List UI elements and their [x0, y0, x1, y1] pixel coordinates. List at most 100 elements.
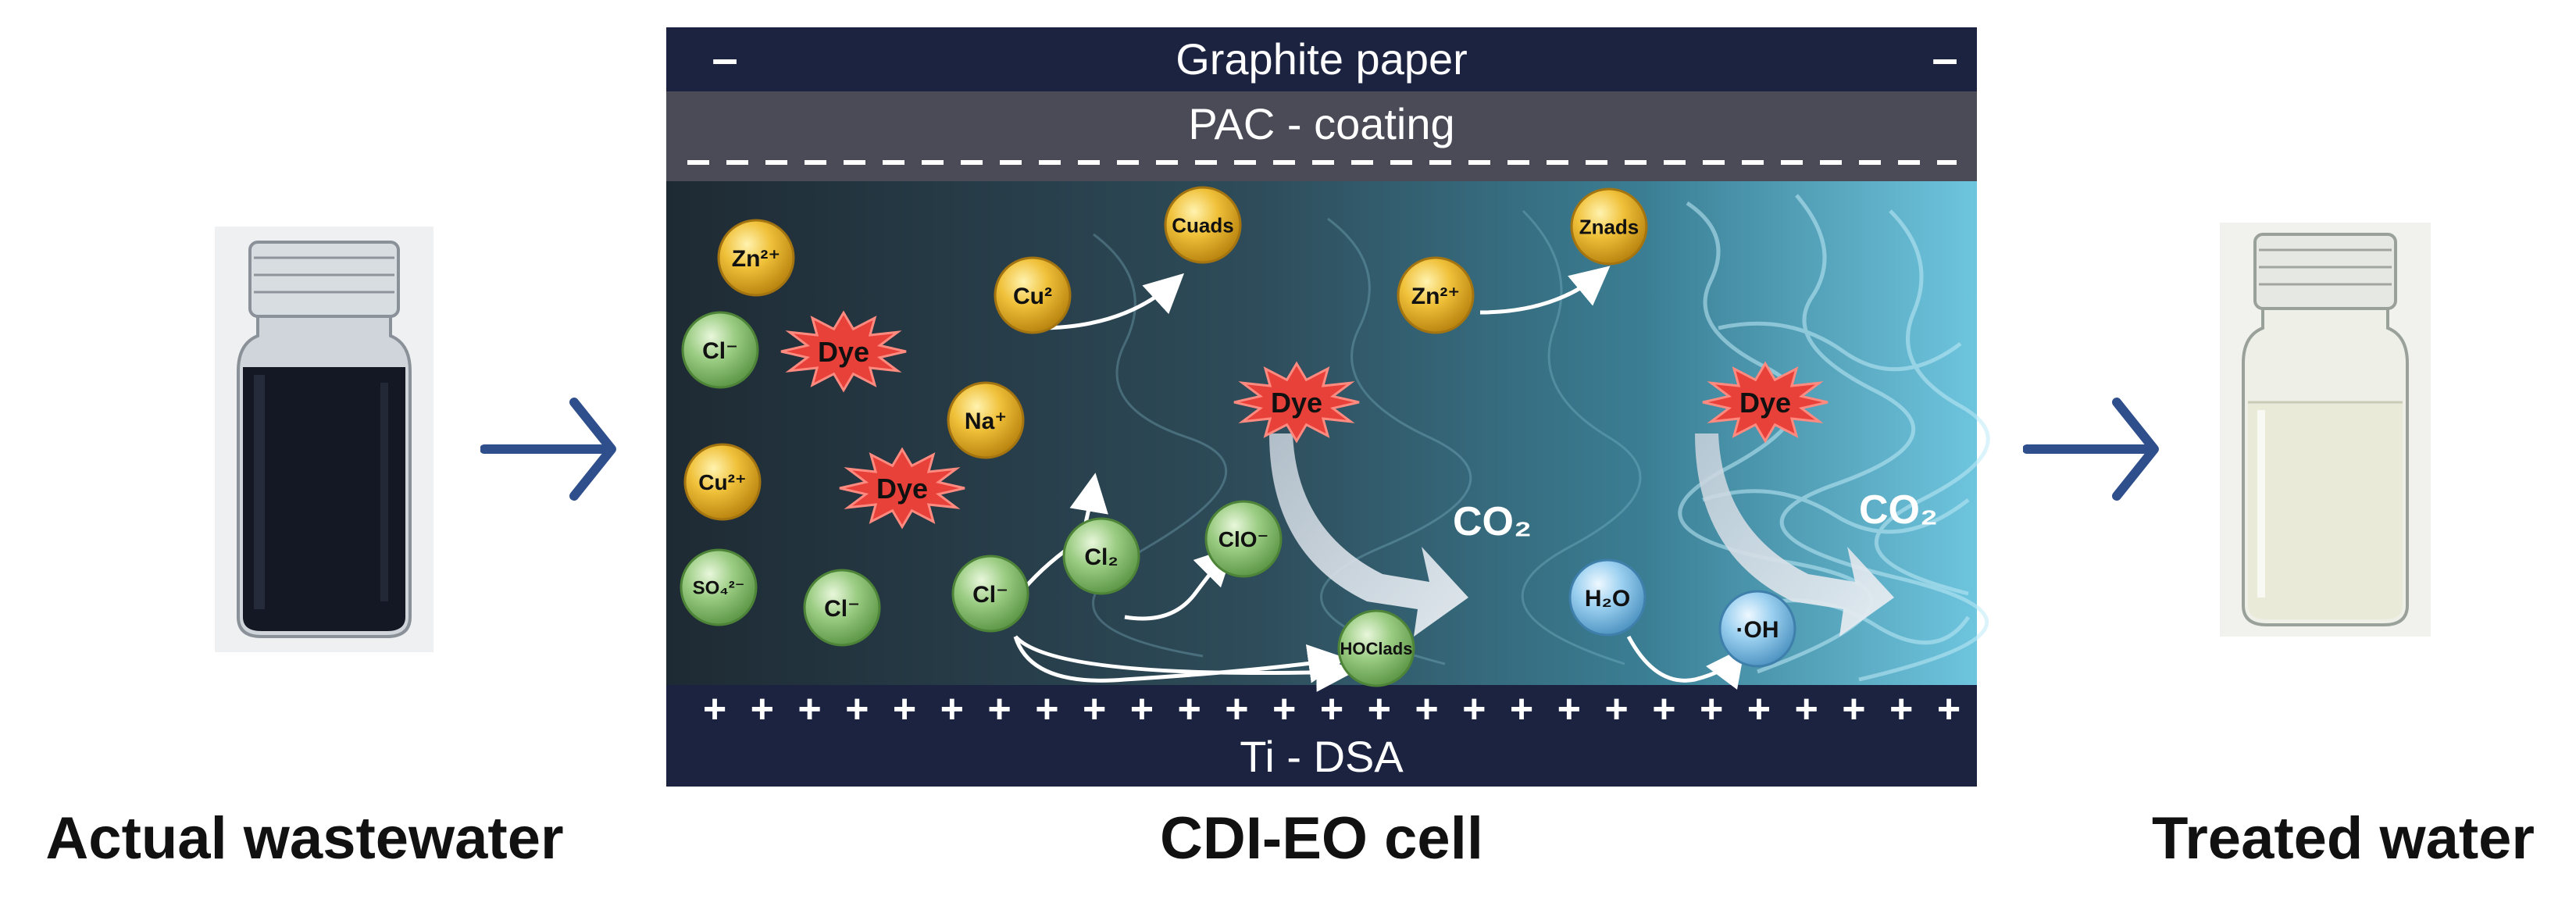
ion-label: ClO⁻: [1218, 527, 1269, 551]
anode-plus-sign: +: [1557, 687, 1581, 732]
anode-plus-sign: +: [1320, 687, 1343, 732]
pac-coating-bar: [666, 91, 1977, 181]
cathode-sign-left: –: [712, 32, 737, 84]
ion-na: Na⁺: [947, 381, 1025, 459]
anode-plus-sign: +: [1035, 687, 1058, 732]
anode-plus-sign: +: [1272, 687, 1296, 732]
dye-burst: Dye: [1233, 361, 1360, 444]
cathode-sign-right: –: [1932, 32, 1957, 84]
ion-cu2-b: Cu²: [994, 256, 1072, 334]
ion-cl-a: Cl⁻: [681, 311, 759, 389]
anode-plus-sign: +: [1604, 687, 1628, 732]
ion-label: Zn²⁺: [732, 246, 780, 272]
wastewater-vial-photo: [215, 227, 433, 652]
ion-cu2-a: Cu²⁺: [683, 443, 762, 521]
ion-label: Cu²: [1013, 284, 1052, 309]
cl-to-hocl-arrow: [1013, 636, 1347, 683]
ion-sphere: [1337, 609, 1415, 687]
anode-plus-signs: +++++++++++++++++++++++++++: [703, 687, 1961, 732]
ion-label: SO₄²⁻: [693, 578, 745, 599]
outflow-arrow-icon: [2023, 398, 2159, 501]
anode-plus-sign: +: [845, 687, 869, 732]
ion-label: Zn²⁺: [1411, 284, 1460, 309]
ion-sphere: [717, 219, 795, 297]
anode-plus-sign: +: [1747, 687, 1771, 732]
anode-plus-sign: +: [1700, 687, 1723, 732]
ion-sphere: [803, 569, 881, 647]
ion-label: Cl⁻: [702, 338, 738, 364]
ion-sphere: [1570, 187, 1648, 266]
anode-plus-sign: +: [987, 687, 1011, 732]
ion-label: ·OH: [1736, 617, 1779, 643]
ion-oh: ·OH: [1718, 590, 1796, 668]
dye-burst: Dye: [1702, 361, 1829, 444]
ti-dsa-bar: [666, 685, 1977, 787]
anode-plus-sign: +: [1937, 687, 1961, 732]
h2o-to-oh-arrow: [1626, 635, 1746, 690]
ion-sphere: [947, 381, 1025, 459]
ion-sphere: [951, 555, 1029, 633]
ion-sphere: [681, 311, 759, 389]
ion-cu-ads: Cuads: [1164, 186, 1242, 264]
ion-zn2-a: Zn²⁺: [717, 219, 795, 297]
cl-to-hocl-arrow-2: [1014, 635, 1355, 692]
dye-burst: Dye: [839, 447, 965, 530]
anode-plus-sign: +: [1795, 687, 1818, 732]
anode-plus-sign: +: [751, 687, 774, 732]
ion-sphere: [1397, 256, 1475, 334]
dye-shape: [839, 447, 965, 530]
pac-coating-label: PAC - coating: [1188, 99, 1454, 148]
ion-label: Na⁺: [965, 408, 1007, 434]
graphite-paper-label: Graphite paper: [1176, 34, 1468, 84]
cu-adsorption-arrow: [1038, 273, 1185, 330]
ion-label: H₂O: [1585, 586, 1630, 612]
anode-plus-sign: +: [1225, 687, 1248, 732]
ti-dsa-label: Ti - DSA: [1240, 732, 1404, 781]
anode-plus-sign: +: [797, 687, 821, 732]
treated-water-caption: Treated water: [2152, 805, 2535, 872]
ion-sphere: [1164, 186, 1242, 264]
anode-plus-sign: +: [1130, 687, 1154, 732]
actual-wastewater-caption: Actual wastewater: [45, 805, 564, 872]
zn-adsorption-arrow: [1479, 266, 1611, 315]
ion-sphere: [1568, 558, 1647, 637]
anode-plus-sign: +: [1178, 687, 1201, 732]
ion-sphere: [1718, 590, 1796, 668]
ion-sphere: [680, 548, 758, 626]
anode-plus-sign: +: [940, 687, 964, 732]
treated-water-vial-photo: [2220, 223, 2431, 637]
dye-burst: Dye: [780, 310, 907, 393]
dye-label: Dye: [876, 473, 928, 505]
ion-hocl-ads: HOClads: [1337, 609, 1415, 687]
dye-shape: [1702, 361, 1829, 444]
ion-label: Znads: [1579, 215, 1639, 238]
anode-plus-sign: +: [1462, 687, 1486, 732]
graphite-paper-bar: [666, 27, 1977, 91]
ion-zn2-b: Zn²⁺: [1397, 256, 1475, 334]
co2-label-2: CO₂: [1859, 487, 1938, 533]
dye-to-co2-arrow-1: [1269, 433, 1468, 637]
ion-cl-b: Cl⁻: [803, 569, 881, 647]
ion-label: Cu²⁺: [698, 470, 746, 494]
ion-clo: ClO⁻: [1204, 500, 1283, 578]
inflow-arrow-icon: [480, 398, 616, 501]
ion-sphere: [1204, 500, 1283, 578]
ion-cl2: Cl₂: [1062, 517, 1140, 595]
dye-shape: [780, 310, 907, 393]
dye-label: Dye: [818, 336, 869, 368]
ion-so4: SO₄²⁻: [680, 548, 758, 626]
dye-shape: [1233, 361, 1360, 444]
dye-to-co2-arrow-2: [1695, 433, 1894, 637]
ion-label: Cl⁻: [972, 582, 1008, 608]
dye-label: Dye: [1739, 387, 1791, 419]
ion-cl-c: Cl⁻: [951, 555, 1029, 633]
anode-plus-sign: +: [1652, 687, 1675, 732]
ion-h2o: H₂O: [1568, 558, 1647, 637]
ion-zn-ads: Znads: [1570, 187, 1648, 266]
anode-plus-sign: +: [1083, 687, 1106, 732]
ion-label: Cl⁻: [824, 596, 860, 622]
ion-sphere: [683, 443, 762, 521]
anode-plus-sign: +: [893, 687, 916, 732]
ion-sphere: [1062, 517, 1140, 595]
